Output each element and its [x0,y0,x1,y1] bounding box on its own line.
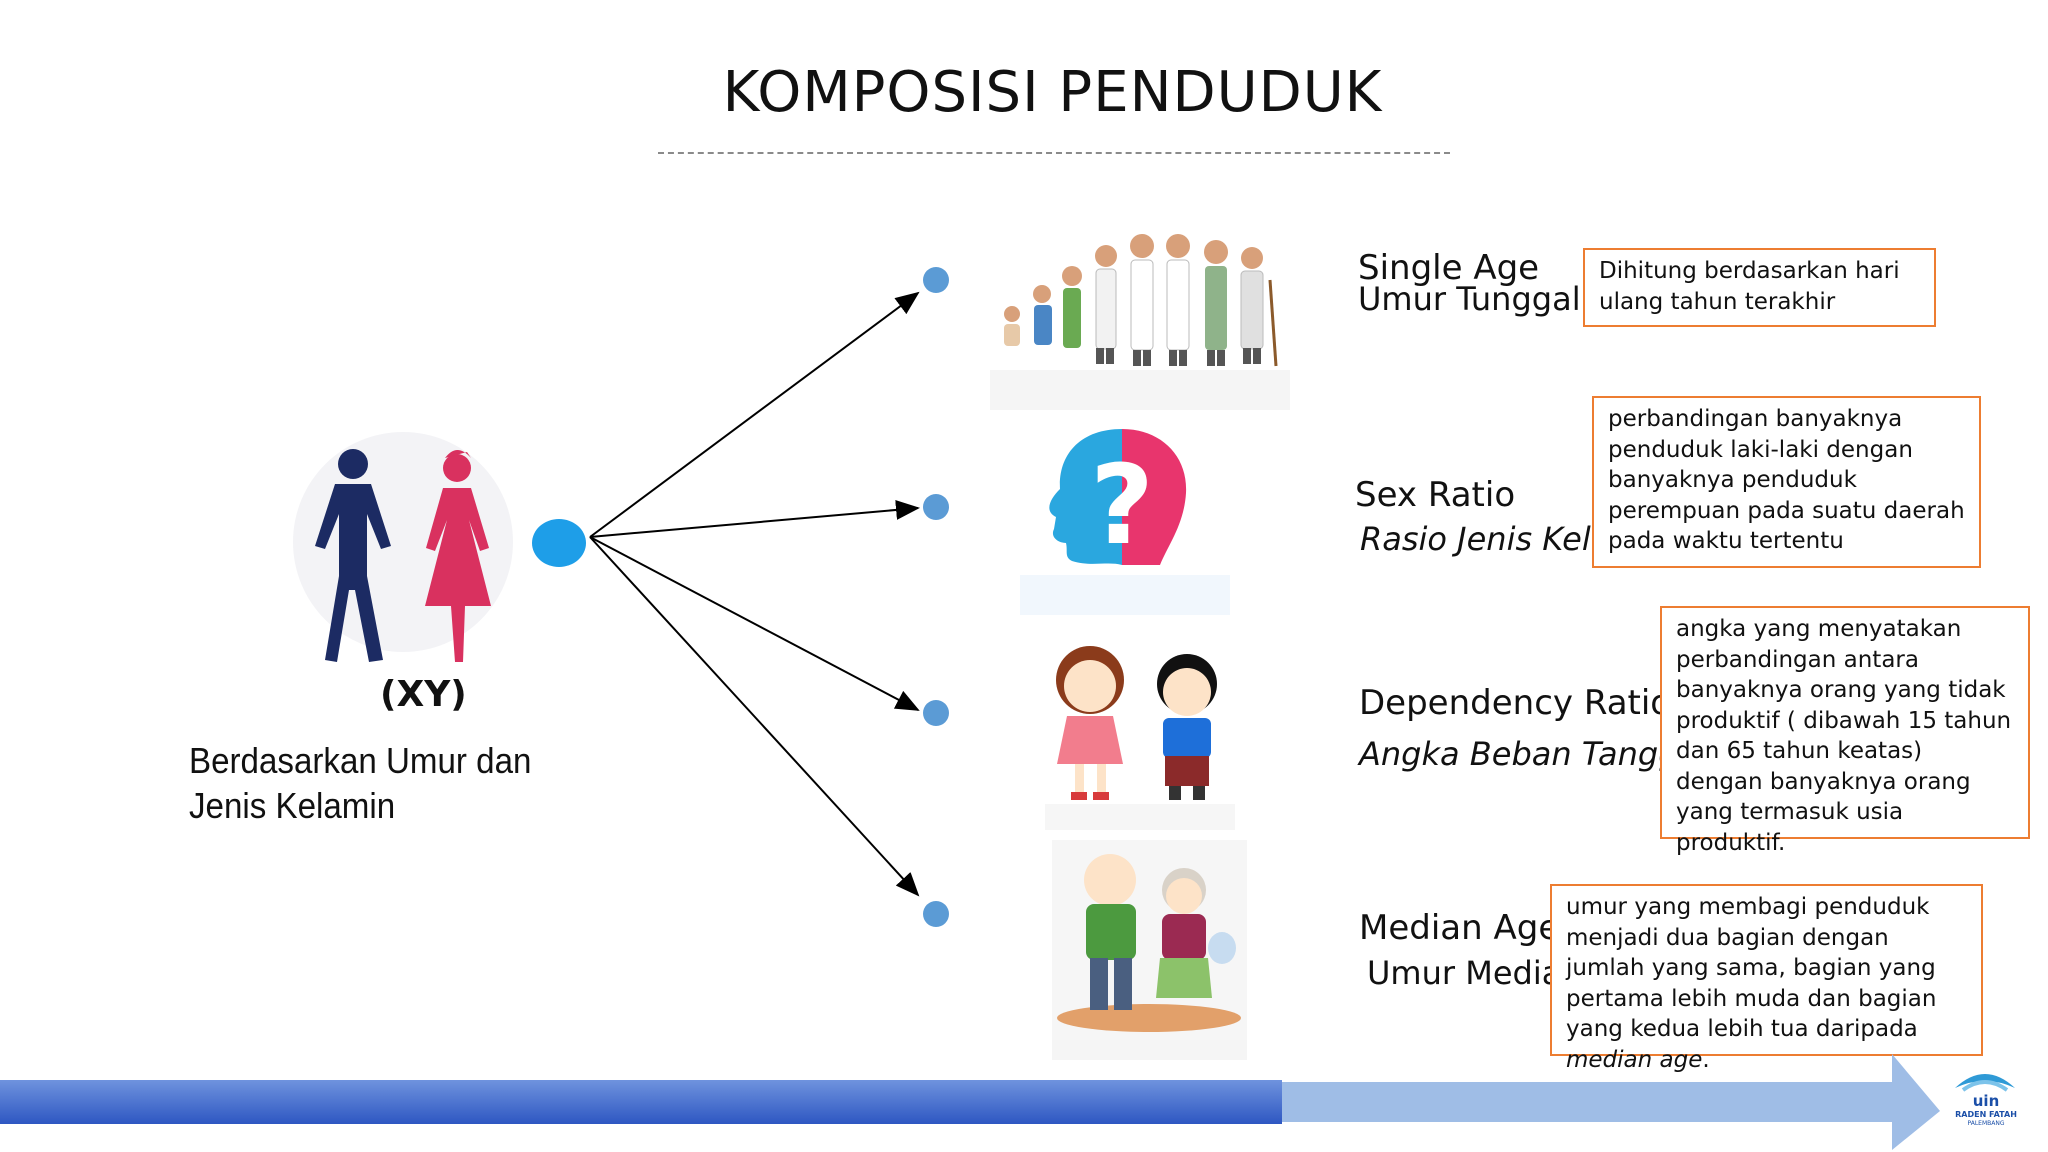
sex-ratio-label: Sex Ratio [1355,475,1516,515]
children-icon [1045,646,1235,830]
umur-tunggal-label: Umur Tunggal [1358,280,1581,318]
svg-text:?: ? [1090,441,1154,569]
median-age-description-end: . [1702,1046,1710,1073]
node-median-age [923,901,949,927]
bottom-arrow-bar [0,1054,1940,1150]
umur-median-label: Umur Median [1367,954,1582,992]
boy-icon [1157,654,1217,800]
dependency-ratio-description: angka yang menyatakan perbandingan antar… [1660,606,2030,856]
node-single-age [923,267,949,293]
node-sex-ratio [923,494,949,520]
age-progression-icon [990,234,1290,410]
grandpa-icon [1084,854,1136,1010]
left-description: Berdasarkan Umur dan Jenis Kelamin [189,740,532,826]
logo-subtext: RADEN FATAH [1955,1110,2017,1119]
arrow-single-age [589,291,920,538]
median-age-description: umur yang membagi penduduk menjadi dua b… [1550,884,1983,1073]
arrow-dependency-ratio [589,536,920,711]
median-age-description-text: umur yang membagi penduduk menjadi dua b… [1566,894,1937,1042]
elderly-couple-icon [1052,840,1247,1060]
arrow-bar-light [1282,1054,1940,1150]
girl-icon [1056,646,1124,800]
dependency-ratio-label: Dependency Ratio [1359,683,1672,723]
source-node [532,519,586,567]
xy-label: (XY) [380,674,467,715]
median-age-emphasis: median age [1566,1046,1703,1073]
single-age-description: Dihitung berdasarkan hari ulang tahun te… [1583,248,1936,327]
uin-logo-icon [1955,1074,2015,1092]
gender-icon [285,432,525,770]
grandma-icon [1156,868,1236,998]
sex-ratio-icon: ? [1020,429,1230,615]
node-dependency-ratio [923,700,949,726]
male-icon [315,449,391,662]
female-icon [425,450,491,662]
single-age-label: Single Age [1358,248,1540,288]
logo-text: uin [1972,1092,2000,1110]
sex-ratio-description: perbandingan banyaknya penduduk laki-lak… [1592,396,1981,568]
arrow-median-age [589,536,920,897]
arrow-bar-dark [0,1080,1282,1124]
title-divider [658,152,1450,154]
median-age-label: Median Age [1359,908,1560,948]
page-title: KOMPOSISI PENDUDUK [722,60,1383,125]
arrow-sex-ratio [589,499,920,538]
logo-subtext-2: PALEMBANG [1967,1120,2005,1127]
